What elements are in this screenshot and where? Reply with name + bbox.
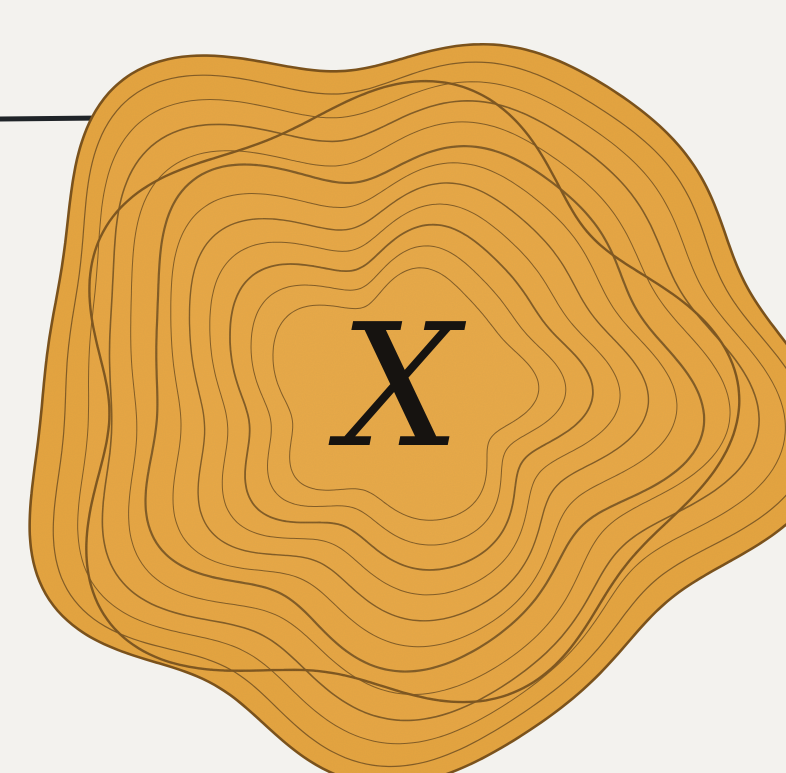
blob-rim (28, 42, 786, 773)
blob-label: X (328, 288, 466, 486)
